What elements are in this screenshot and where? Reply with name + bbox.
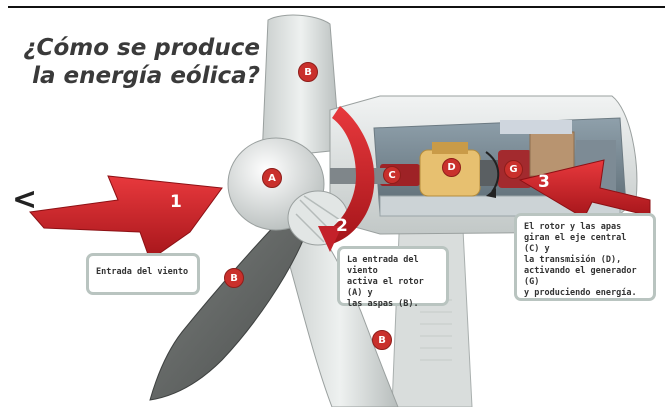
- label-blade-top: B: [298, 62, 318, 82]
- callout-step-2-line: las aspas (B).: [347, 299, 419, 309]
- step-3-number: 3: [538, 172, 550, 192]
- callout-step-3-line: activando el generador (G): [524, 266, 637, 287]
- callout-step-2-line: activa el rotor (A) y: [347, 277, 424, 298]
- title-line-1: ¿Cómo se produce: [23, 35, 260, 61]
- label-blade-right: B: [372, 330, 392, 350]
- page-title: ¿Cómo se produce la energía eólica?: [8, 34, 260, 90]
- label-generator: G: [504, 160, 523, 179]
- callout-step-2: La entrada del viento activa el rotor (A…: [337, 246, 449, 309]
- rotation-arrow: [318, 106, 375, 252]
- label-transmission: D: [442, 158, 461, 177]
- label-blade-left: B: [224, 268, 244, 288]
- rotation-arrow-generator: [485, 151, 500, 198]
- callout-step-3-line: y produciendo energía.: [524, 288, 637, 298]
- step-2-number: 2: [336, 216, 348, 236]
- callout-step-2-line: La entrada del viento: [347, 255, 419, 276]
- callout-wind-in: Entrada del viento: [86, 253, 200, 295]
- blade-top: [261, 14, 341, 159]
- step-1-number: 1: [170, 192, 182, 212]
- label-shaft: C: [383, 166, 401, 184]
- label-rotor: A: [262, 168, 282, 188]
- callout-step-3-line: giran el eje central (C) y: [524, 233, 627, 254]
- rotor-hub: [227, 137, 349, 246]
- back-chevron-icon[interactable]: <: [12, 182, 38, 217]
- callout-wind-in-text: Entrada del viento: [96, 267, 189, 277]
- callout-step-3-line: la transmisión (D),: [524, 255, 622, 265]
- callout-step-3-line: El rotor y las apas: [524, 222, 622, 232]
- title-line-2: la energía eólica?: [32, 63, 260, 89]
- callout-step-3: El rotor y las apas giran el eje central…: [514, 213, 656, 301]
- wind-arrow-1: [29, 175, 223, 261]
- header-rule: [8, 6, 665, 8]
